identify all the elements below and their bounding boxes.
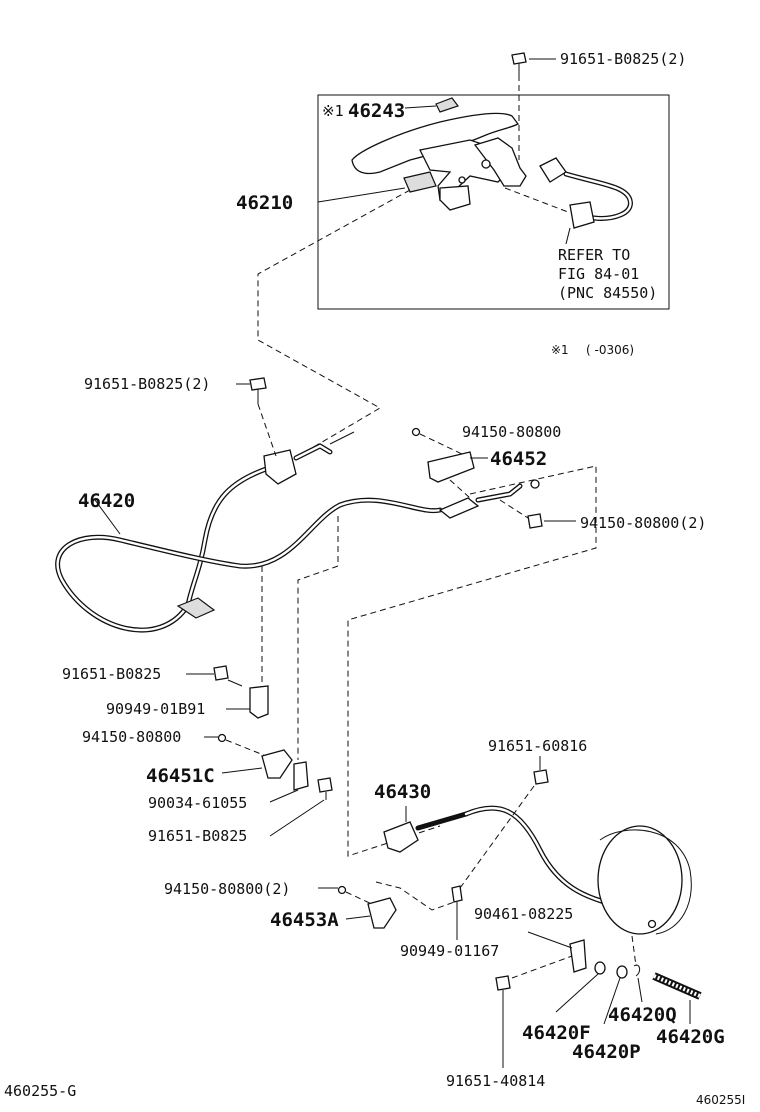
diagram-id: 460255-G <box>4 1082 76 1100</box>
label-94150-80800-2: 94150-80800(2) <box>580 514 706 532</box>
label-46420f: 46420F <box>522 1022 591 1044</box>
label-refer-to: REFER TO <box>558 246 630 264</box>
parking-brake-lever <box>317 97 527 211</box>
label-90034-61055: 90034-61055 <box>148 794 247 812</box>
label-46453a: 46453A <box>270 909 339 931</box>
label-note-mark: ※1 <box>551 343 569 357</box>
bolt-91651-b0825-single <box>186 665 243 687</box>
label-46243: 46243 <box>348 100 405 122</box>
nut-94150-80800-2 <box>499 499 576 529</box>
label-91651-b0825-a: 91651-B0825 <box>62 665 161 683</box>
label-46420p: 46420P <box>572 1041 641 1063</box>
clip-90034-61055 <box>269 761 309 803</box>
brake-drum <box>597 825 692 967</box>
label-94150-80800-2b: 94150-80800(2) <box>164 880 290 898</box>
clamp-46420f <box>527 931 606 1013</box>
label-90949-01167: 90949-01167 <box>400 942 499 960</box>
label-46420: 46420 <box>78 490 135 512</box>
bolt-91651-40814 <box>495 955 573 1068</box>
leader-lever-to-cable <box>257 189 411 456</box>
cable-46420 <box>55 431 540 633</box>
bracket-46453a <box>318 881 461 929</box>
bolt-91651-b0825-mid <box>236 377 277 457</box>
corner-id: 460255I <box>696 1093 745 1107</box>
label-note-range: ( -0306) <box>586 343 634 357</box>
label-91651-b0825-2-top: 91651-B0825(2) <box>560 50 686 68</box>
label-46210: 46210 <box>236 192 293 214</box>
label-90461-08225: 90461-08225 <box>474 905 573 923</box>
label-46420g: 46420G <box>656 1026 725 1048</box>
label-91651-b0825-2-mid: 91651-B0825(2) <box>84 375 210 393</box>
label-94150-80800-a: 94150-80800 <box>462 423 561 441</box>
bolt-91651-60816 <box>459 756 549 889</box>
bracket-46452 <box>411 427 488 499</box>
label-refer-fig: FIG 84-01 <box>558 265 639 283</box>
label-91651-b0825-b: 91651-B0825 <box>148 827 247 845</box>
washer-46420p <box>603 965 628 1025</box>
bracket-46451c <box>221 749 293 779</box>
label-94150-80800-b: 94150-80800 <box>82 728 181 746</box>
clip-90949-01167 <box>451 885 463 940</box>
bolt-91651-b0825-lower <box>269 777 333 837</box>
label-46452: 46452 <box>490 448 547 470</box>
bolt-91651-b0825-top <box>511 52 556 160</box>
leader-right-loop <box>347 465 597 857</box>
label-90949-01b91: 90949-01B91 <box>106 700 205 718</box>
clip-46420q <box>633 964 643 1003</box>
leader-bracket-46451c <box>297 516 339 760</box>
label-91651-60816: 91651-60816 <box>488 737 587 755</box>
label-46420q: 46420Q <box>608 1004 677 1026</box>
brake-switch-connector <box>504 157 633 245</box>
nut-94150-80800-lower <box>204 733 267 757</box>
label-46430: 46430 <box>374 781 431 803</box>
label-mark-46243: ※1 <box>322 102 344 120</box>
label-91651-40814: 91651-40814 <box>446 1072 545 1090</box>
label-46451c: 46451C <box>146 765 215 787</box>
clip-90949-01b91 <box>226 685 269 719</box>
spring-46420g <box>652 972 702 1024</box>
label-refer-pnc: (PNC 84550) <box>558 284 657 302</box>
